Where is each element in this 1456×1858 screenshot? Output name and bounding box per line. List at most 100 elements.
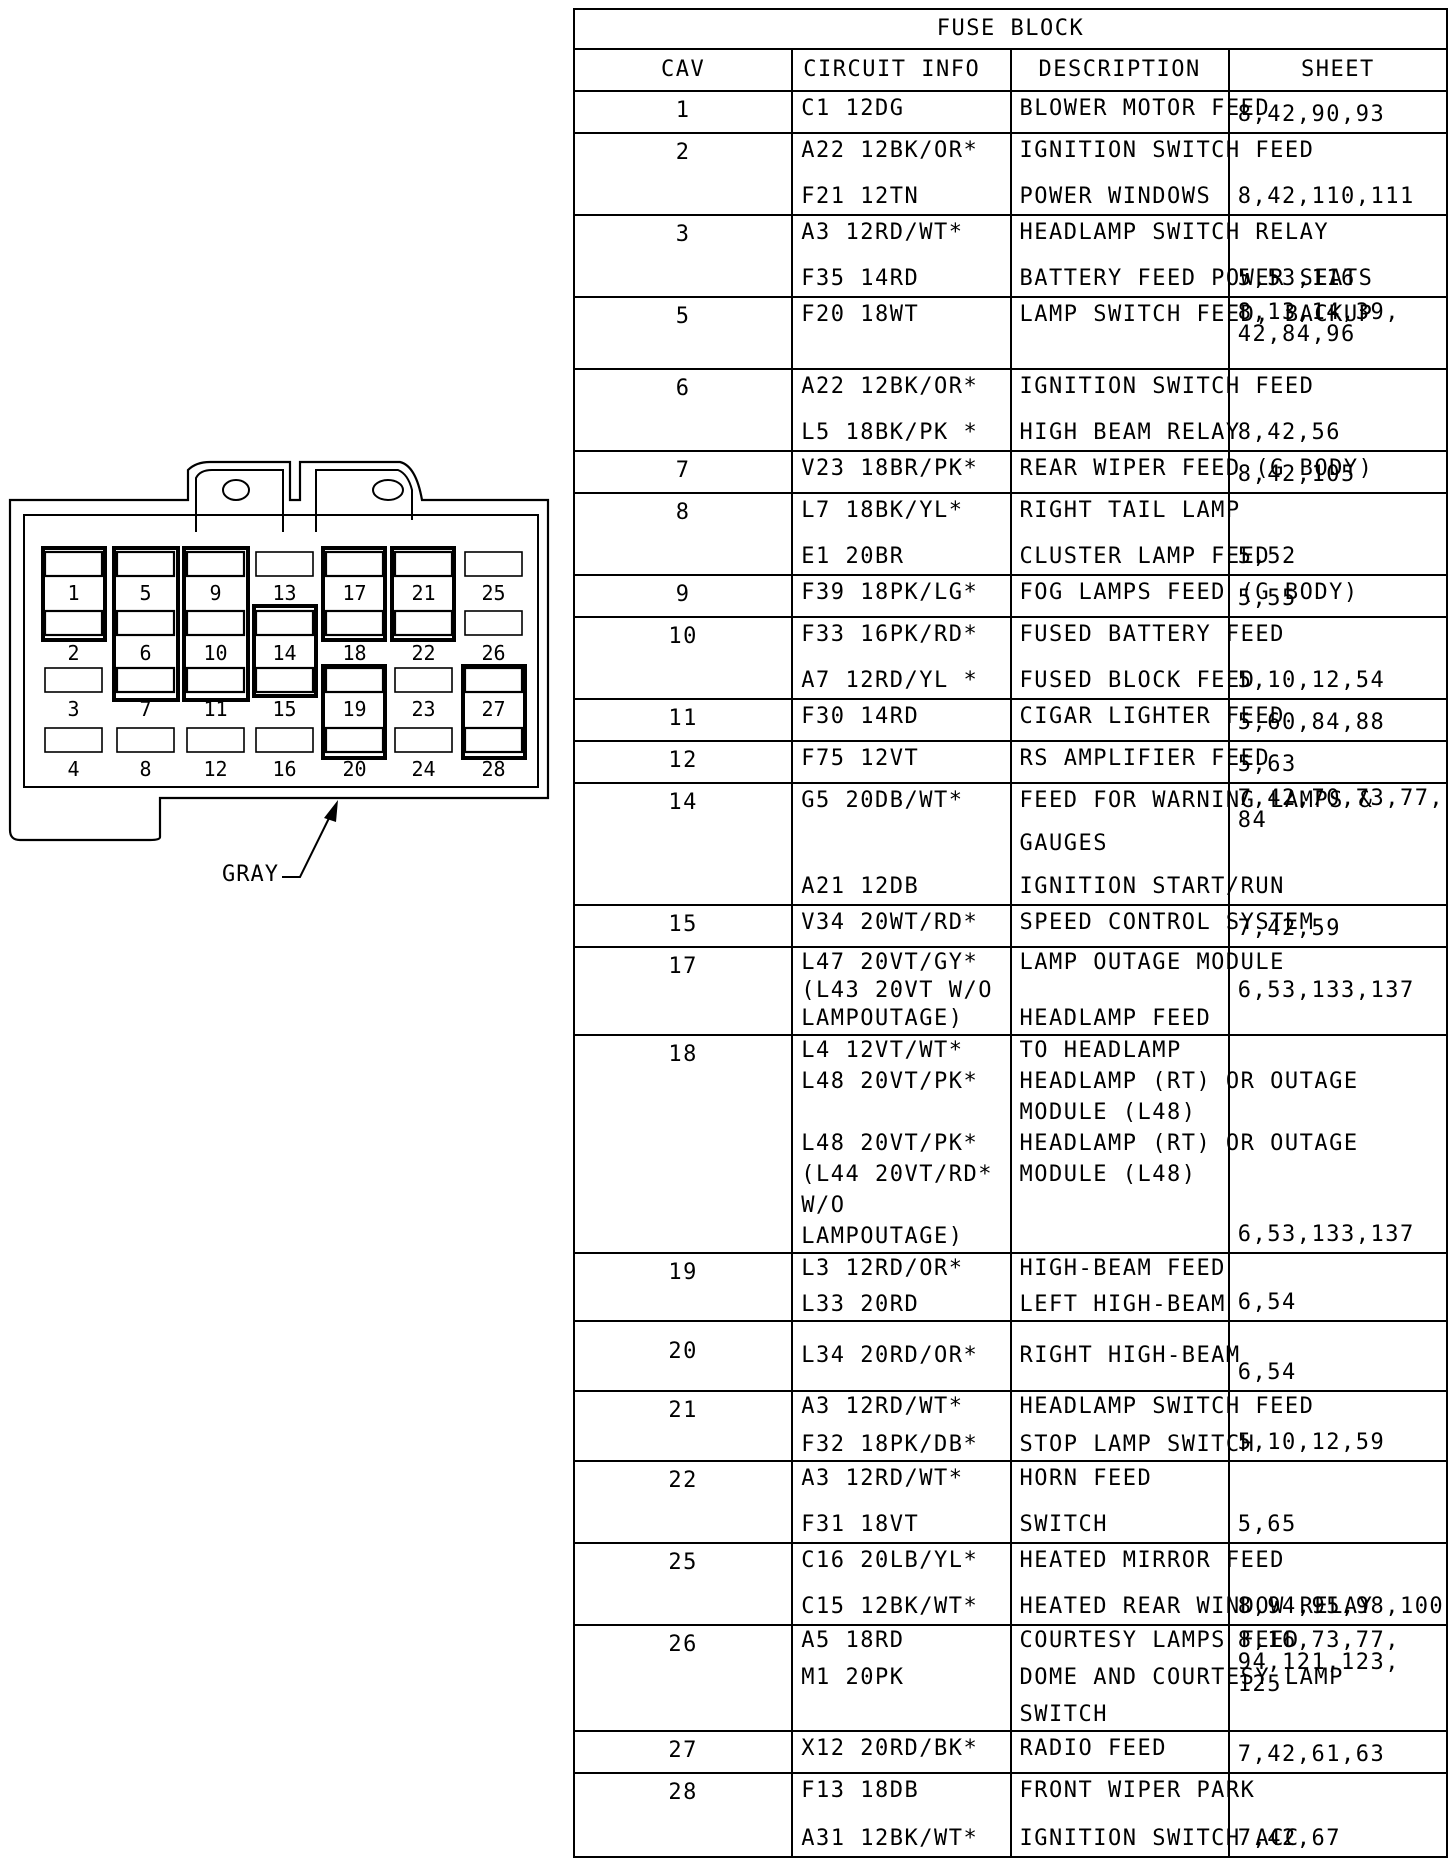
circuit-info-line: (L44 20VT/RD* [801,1162,993,1187]
circuit-info-line: A22 12BK/OR* [801,374,979,399]
sheet-reference: 5,65 [1237,1512,1297,1537]
cav-number: 21 [668,1398,698,1423]
sheet-reference: 6,53,133,137 [1237,1222,1415,1247]
cavity-slot-27 [463,666,524,694]
circuit-info-line: A22 12BK/OR* [801,138,979,163]
cav-cell: 22 [572,1460,794,1544]
sheet-cell: 6,53,133,137 [1227,1034,1449,1254]
description-line: IGNITION SWITCH FEED [1019,374,1315,399]
cav-number: 9 [675,582,691,607]
circuit-info-line: L33 20RD [801,1292,920,1317]
description-line: LAMP SWITCH FEED, BACKUP [1019,302,1374,327]
description-line: HEADLAMP (RT) OR OUTAGE [1019,1069,1359,1094]
sheet-cell: 5,52 [1227,492,1449,576]
description-cell: RIGHT HIGH-BEAM [1009,1320,1241,1392]
cav-number: 25 [668,1550,698,1575]
cavity-number-27: 27 [481,697,505,721]
description-line: RIGHT HIGH-BEAM [1019,1343,1241,1368]
cav-cell: 27 [572,1730,794,1774]
circuit-info-line: F13 18DB [801,1778,920,1803]
description-line: MODULE (L48) [1019,1162,1197,1187]
circuit-info-cell: F33 16PK/RD*A7 12RD/YL * [791,616,1012,700]
cav-cell: 10 [572,616,794,700]
sheet-reference: 8,94,95,98,100 [1237,1594,1445,1619]
circuit-info-line [801,831,1001,857]
circuit-info-line: C15 12BK/WT* [801,1594,979,1619]
table-row: 7 V23 18BR/PK* REAR WIPER FEED (G BODY)8,4… [572,450,1449,494]
circuit-info-line: L47 20VT/GY* [801,950,979,975]
description-line: FOG LAMPS FEED (G BODY) [1019,580,1359,605]
circuit-info-line: E1 20BR [801,544,905,569]
cav-cell: 17 [572,946,794,1036]
fuse-block-connector-diagram: 1234567891011121314151617181920212223242… [8,460,550,878]
description-line: HEADLAMP FEED [1019,1006,1212,1031]
description-cell: CIGAR LIGHTER FEED [1009,698,1285,742]
description-line: CIGAR LIGHTER FEED [1019,704,1285,729]
description-cell: FOG LAMPS FEED (G BODY) [1009,574,1359,618]
cavity-group-outline [252,604,318,698]
description-line: BLOWER MOTOR FEED [1019,96,1271,121]
cav-cell: 5 [572,296,794,370]
sheet-reference: 5,63 [1237,752,1297,777]
description-cell: RS AMPLIFIER FEED [1009,740,1271,784]
sheet-cell: 5,65 [1227,1460,1449,1544]
cav-number: 7 [675,458,691,483]
sheet-cell: 7,42,59 [1227,904,1449,948]
description-line: FRONT WIPER PARK [1019,1778,1256,1803]
description-line: SWITCH [1019,1702,1108,1727]
cav-number: 28 [668,1780,698,1805]
description-line: HIGH BEAM RELAY [1019,420,1241,445]
circuit-info-line: L3 12RD/OR* [801,1256,964,1281]
cavity-number-16: 16 [272,757,296,781]
circuit-info-line: F32 18PK/DB* [801,1432,979,1457]
circuit-info-line: F33 16PK/RD* [801,622,979,647]
cavity-slot-3 [44,667,103,693]
left-latch-tab [195,469,284,532]
sheet-cell: 8,42,105 [1227,450,1449,494]
circuit-info-line: A21 12DB [801,874,920,899]
description-line: GAUGES [1019,831,1108,856]
circuit-info-cell: A22 12BK/OR*F21 12TN [791,132,1012,216]
circuit-info-line: M1 20PK [801,1665,905,1690]
circuit-info-line: A5 18RD [801,1628,905,1653]
circuit-info-cell: V23 18BR/PK* [791,450,1012,494]
cavity-slot-9 [185,550,246,578]
circuit-info-cell: L4 12VT/WT*L48 20VT/PK* L48 20VT/PK*(L44… [791,1034,1012,1254]
description-line: LAMP OUTAGE MODULE [1019,950,1285,975]
cav-number: 1 [675,98,691,123]
cavity-slot-7 [115,666,176,694]
cavity-slot-6 [115,609,176,637]
cav-cell: 6 [572,368,794,452]
cav-cell: 14 [572,782,794,906]
cavity-slot-15 [254,666,315,694]
description-line: DOME AND COURTESY LAMP [1019,1665,1344,1690]
cavity-number-23: 23 [411,697,435,721]
cavity-group-outline [41,546,107,642]
header-circuit-info: CIRCUIT INFO [791,48,1012,92]
description-line: HIGH-BEAM FEED [1019,1256,1226,1281]
description-line: TO HEADLAMP [1019,1038,1182,1063]
sheet-cell: 8,42,56 [1227,368,1449,452]
circuit-info-line: L48 20VT/PK* [801,1069,979,1094]
description-line: REAR WIPER FEED (G BODY) [1019,456,1374,481]
sheet-reference: 5,52 [1237,544,1297,569]
circuit-info-line: L7 18BK/YL* [801,498,964,523]
sheet-cell: 5,10,12,54 [1227,616,1449,700]
cavity-slot-11 [185,666,246,694]
sheet-reference: 8,42,56 [1237,420,1341,445]
cavity-number-14: 14 [272,641,296,665]
cavity-group-outline [461,664,527,760]
description-cell: SPEED CONTROL SYSTEM [1009,904,1313,948]
circuit-info-line: F31 18VT [801,1512,920,1537]
description-line: IGNITION SWITCH FEED [1019,138,1315,163]
description-line: RS AMPLIFIER FEED [1019,746,1271,771]
